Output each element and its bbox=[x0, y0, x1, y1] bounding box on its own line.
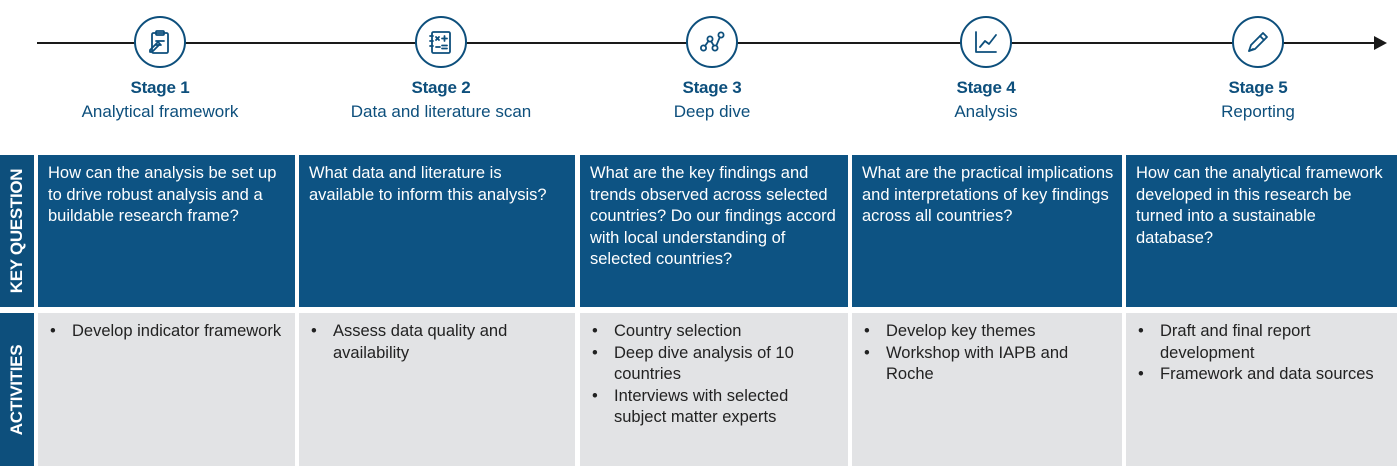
stage-5-key-question: How can the analytical framework develop… bbox=[1126, 155, 1397, 307]
stage-4-subtitle: Analysis bbox=[954, 102, 1018, 121]
clipboard-edit-icon bbox=[149, 30, 169, 54]
stage-4-title: Stage 4 bbox=[956, 78, 1016, 97]
stage-3-icon-circle bbox=[686, 16, 738, 68]
stage-4-activities: Develop key themes Workshop with IAPB an… bbox=[852, 313, 1122, 466]
stage-1-icon-circle bbox=[134, 16, 186, 68]
stage-5-activities: Draft and final report development Frame… bbox=[1126, 313, 1397, 466]
stage-1-key-question: How can the analysis be set up to drive … bbox=[38, 155, 295, 307]
stage-3-activities: Country selection Deep dive analysis of … bbox=[580, 313, 848, 466]
stage-2-subtitle: Data and literature scan bbox=[350, 102, 532, 121]
stage-1-activities: Develop indicator framework bbox=[38, 313, 295, 466]
activity-item: Framework and data sources bbox=[1136, 364, 1389, 386]
key-question-row-label: KEY QUESTION bbox=[0, 155, 34, 307]
stage-3-key-question: What are the key findings and trends obs… bbox=[580, 155, 848, 307]
stage-5-subtitle: Reporting bbox=[1221, 102, 1295, 121]
stage-5-title: Stage 5 bbox=[1228, 78, 1288, 97]
stage-2-activity-list: Assess data quality and availability bbox=[309, 321, 567, 364]
stage-3-subtitle: Deep dive bbox=[673, 102, 751, 121]
stage-5-icon-circle bbox=[1232, 16, 1284, 68]
stage-4-icon-circle bbox=[960, 16, 1012, 68]
activity-item: Assess data quality and availability bbox=[309, 321, 567, 364]
stage-2-title: Stage 2 bbox=[411, 78, 471, 97]
activity-item: Develop key themes bbox=[862, 321, 1114, 343]
stage-3-title: Stage 3 bbox=[682, 78, 742, 97]
stage-1-title: Stage 1 bbox=[130, 78, 190, 97]
stage-1-subtitle: Analytical framework bbox=[81, 102, 239, 121]
timeline-arrowhead bbox=[1374, 36, 1387, 50]
stage-4-key-question: What are the practical implications and … bbox=[852, 155, 1122, 307]
math-notebook-icon bbox=[429, 31, 451, 54]
activity-item: Develop indicator framework bbox=[48, 321, 287, 343]
pen-icon bbox=[1248, 32, 1268, 52]
stage-1-activity-list: Develop indicator framework bbox=[48, 321, 287, 343]
stage-4-activity-list: Develop key themes Workshop with IAPB an… bbox=[862, 321, 1114, 386]
network-nodes-icon bbox=[700, 31, 725, 52]
key-question-label-text: KEY QUESTION bbox=[7, 168, 26, 294]
stage-2-key-question: What data and literature is available to… bbox=[299, 155, 575, 307]
stage-5-activity-list: Draft and final report development Frame… bbox=[1136, 321, 1389, 386]
activities-label-text: ACTIVITIES bbox=[7, 344, 26, 435]
stage-3-activity-list: Country selection Deep dive analysis of … bbox=[590, 321, 840, 429]
line-chart-icon bbox=[975, 31, 997, 53]
activities-row-label: ACTIVITIES bbox=[0, 313, 34, 466]
activity-item: Workshop with IAPB and Roche bbox=[862, 343, 1114, 386]
activity-item: Deep dive analysis of 10 countries bbox=[590, 343, 840, 386]
stage-2-icon-circle bbox=[415, 16, 467, 68]
stage-2-activities: Assess data quality and availability bbox=[299, 313, 575, 466]
activity-item: Country selection bbox=[590, 321, 840, 343]
activity-item: Interviews with selected subject matter … bbox=[590, 386, 840, 429]
activity-item: Draft and final report development bbox=[1136, 321, 1389, 364]
